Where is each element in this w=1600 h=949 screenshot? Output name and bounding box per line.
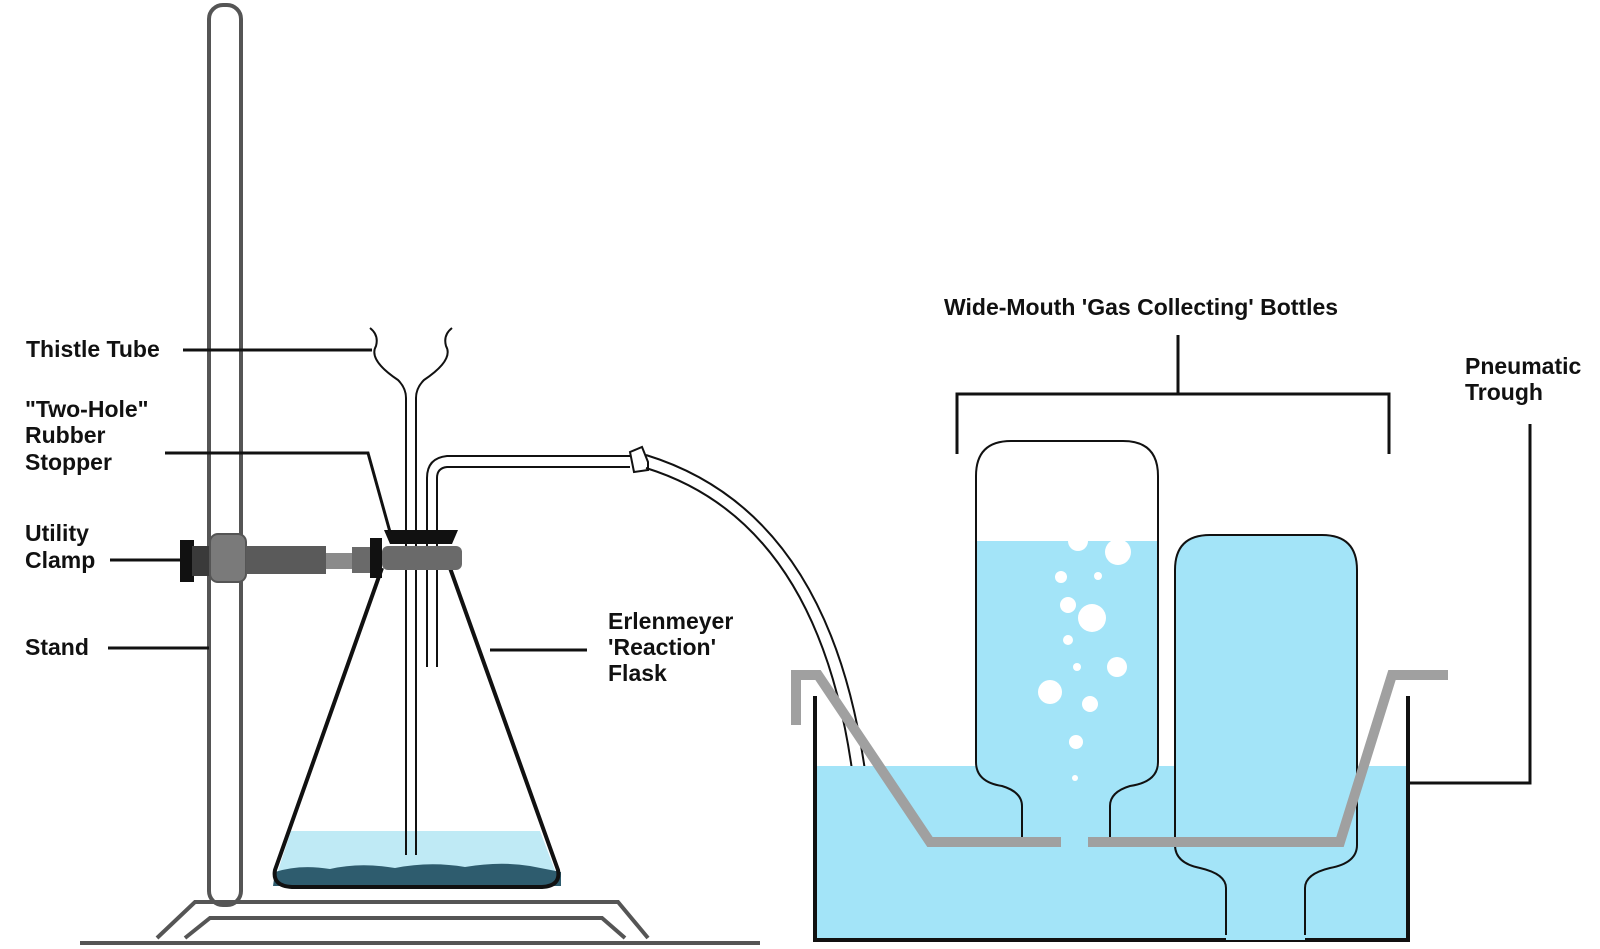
label-stopper-line3: Stopper	[25, 449, 112, 475]
gas-bubble	[1072, 775, 1078, 781]
gas-bubble	[1063, 635, 1073, 645]
ring-stand	[80, 3, 760, 945]
trough-shelf	[791, 670, 1448, 847]
gas-bubble	[1105, 539, 1131, 565]
gas-bubble	[1094, 572, 1102, 580]
rubber-stopper	[384, 530, 458, 544]
gas-bubble	[1055, 571, 1067, 583]
label-leaders	[108, 335, 1532, 785]
label-clamp-line1: Utility	[25, 520, 89, 546]
gas-bubble	[1060, 597, 1076, 613]
thistle-tube	[369, 327, 453, 855]
label-trough-line1: Pneumatic	[1465, 353, 1582, 379]
label-stand: Stand	[25, 634, 89, 660]
label-stopper-line2: Rubber	[25, 422, 106, 448]
gas-bubble	[1107, 657, 1127, 677]
bottle1-water	[976, 541, 1158, 838]
label-flask-line2: 'Reaction'	[608, 634, 716, 660]
gas-bubble	[1069, 735, 1083, 749]
label-flask-line3: Flask	[608, 660, 667, 686]
labels: Thistle Tube "Two-Hole" Rubber Stopper U…	[25, 294, 1582, 686]
gas-bubble	[1038, 680, 1062, 704]
utility-clamp	[180, 533, 462, 583]
label-flask-line1: Erlenmeyer	[608, 608, 733, 634]
label-thistle-tube: Thistle Tube	[26, 336, 160, 362]
gas-bubble	[1073, 663, 1081, 671]
label-clamp-line2: Clamp	[25, 547, 95, 573]
gas-bubble	[1082, 696, 1098, 712]
flask-reagent	[273, 863, 561, 886]
gas-bubbles	[1038, 531, 1131, 781]
label-trough-line2: Trough	[1465, 379, 1543, 405]
gas-bubble	[1068, 531, 1088, 551]
label-bottles: Wide-Mouth 'Gas Collecting' Bottles	[944, 294, 1338, 320]
label-stopper-line1: "Two-Hole"	[25, 396, 149, 422]
gas-bubble	[1078, 604, 1106, 632]
erlenmeyer-flask	[272, 567, 561, 889]
